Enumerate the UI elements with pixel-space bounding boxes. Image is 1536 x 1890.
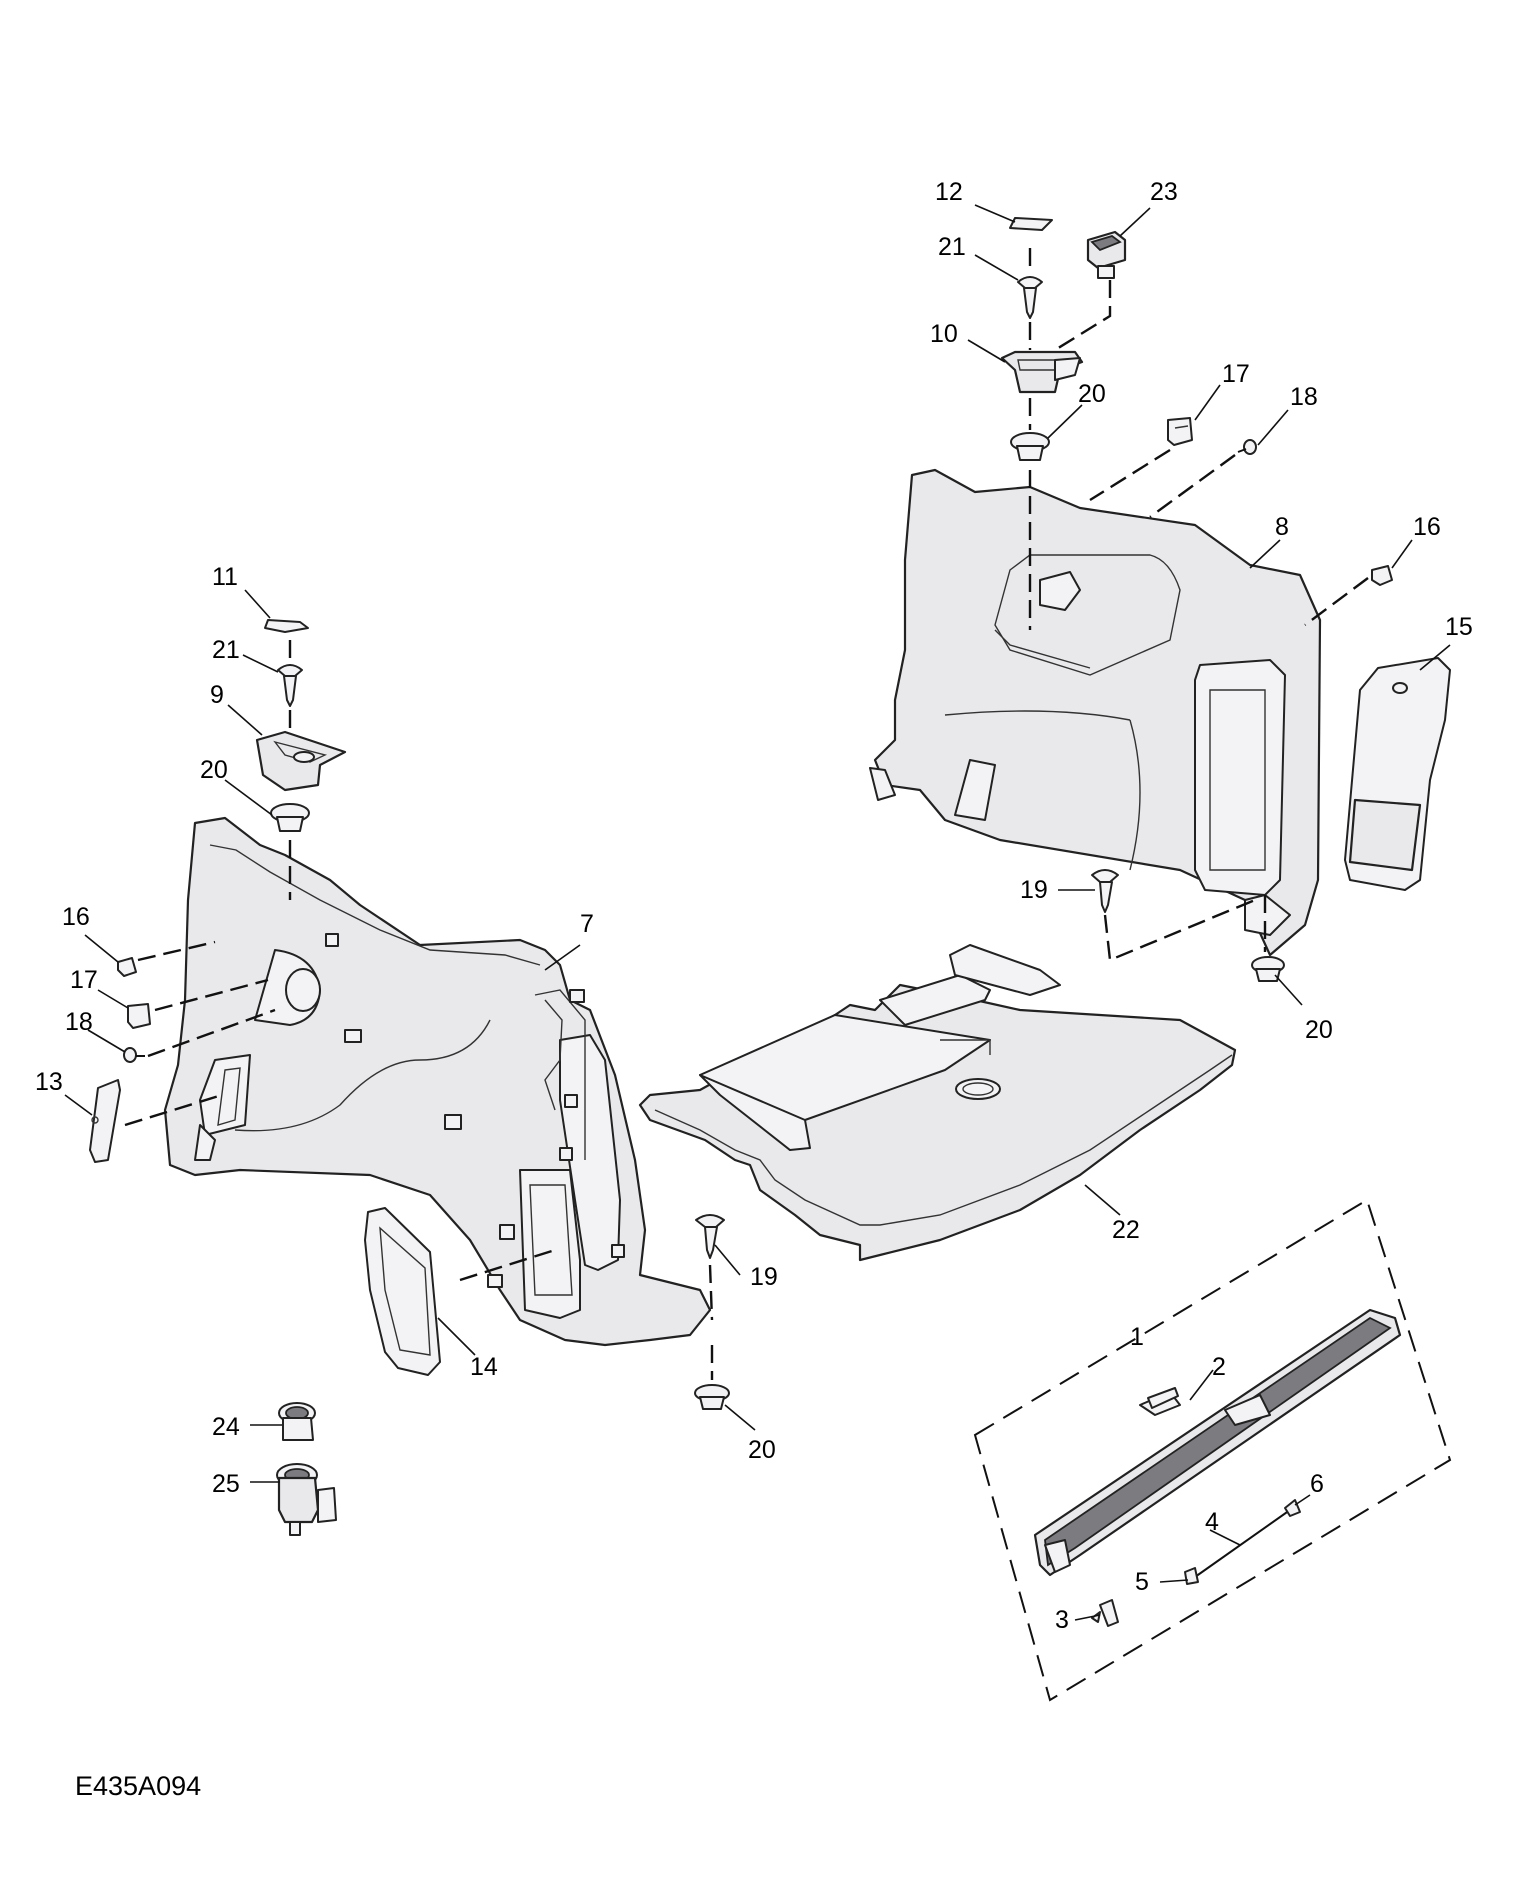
callout-20-d: 20 <box>748 1436 776 1464</box>
callout-3: 3 <box>1055 1606 1069 1634</box>
callout-labels: 12 23 21 10 20 17 18 8 16 15 19 20 11 21… <box>35 178 1473 1634</box>
callout-13: 13 <box>35 1068 63 1096</box>
callout-11: 11 <box>212 563 238 591</box>
power-socket-housing-25 <box>276 1463 337 1536</box>
left-quarter-trim-panel <box>163 816 712 1347</box>
callout-2: 2 <box>1212 1353 1226 1381</box>
callout-16-right: 16 <box>1413 513 1441 541</box>
callout-24: 24 <box>212 1413 240 1441</box>
push-pin-19-left <box>695 1214 725 1259</box>
clip-16-left <box>117 957 137 977</box>
callout-17-left: 17 <box>70 966 98 994</box>
callout-10: 10 <box>930 320 958 348</box>
callout-14: 14 <box>470 1353 498 1381</box>
callout-16-left: 16 <box>62 903 90 931</box>
clip-17-right <box>1167 417 1193 446</box>
screw-18-right <box>1237 439 1257 455</box>
storage-cover-12 <box>1009 217 1053 231</box>
callout-8: 8 <box>1275 513 1289 541</box>
clip-20-d <box>694 1384 730 1410</box>
callout-17-right: 17 <box>1222 360 1250 388</box>
clip-20-a <box>1010 432 1050 461</box>
callout-20-c: 20 <box>1305 1016 1333 1044</box>
callout-25: 25 <box>212 1470 240 1498</box>
leader-lines <box>64 204 1451 1621</box>
push-pin-21-left <box>277 664 303 707</box>
callout-15: 15 <box>1445 613 1473 641</box>
callout-22: 22 <box>1112 1216 1140 1244</box>
callout-21-right: 21 <box>938 233 966 261</box>
push-pin-21-right <box>1017 276 1043 319</box>
callout-19-right: 19 <box>1020 876 1048 904</box>
callout-20-a: 20 <box>1078 380 1106 408</box>
assembly-lines <box>124 248 1369 1380</box>
push-pin-19-right <box>1091 869 1119 913</box>
storage-bin-9 <box>255 730 347 792</box>
clip-17-left <box>127 1003 151 1029</box>
figure-id: E435A094 <box>75 1771 201 1801</box>
clip-20-c <box>1251 956 1285 982</box>
switch-23 <box>1086 230 1127 279</box>
callout-5: 5 <box>1135 1568 1149 1596</box>
callout-12: 12 <box>935 178 963 206</box>
callout-9: 9 <box>210 681 224 709</box>
clip-20-b <box>270 803 310 832</box>
storage-bin-10 <box>1000 350 1084 394</box>
callout-18-right: 18 <box>1290 383 1318 411</box>
callout-6: 6 <box>1310 1470 1324 1498</box>
callout-1: 1 <box>1130 1323 1144 1351</box>
callout-19-left: 19 <box>750 1263 778 1291</box>
side-trim-cover <box>1344 657 1451 891</box>
clip-16-right <box>1371 565 1393 586</box>
power-socket-24 <box>278 1402 316 1441</box>
callout-20-b: 20 <box>200 756 228 784</box>
access-panel-14 <box>364 1207 441 1376</box>
storage-cover-11 <box>264 619 309 633</box>
callout-18-left: 18 <box>65 1008 93 1036</box>
callout-4: 4 <box>1205 1508 1219 1536</box>
scuff-plate-assembly <box>973 1198 1452 1702</box>
right-quarter-trim-panel <box>869 468 1322 957</box>
callout-21-left: 21 <box>212 636 240 664</box>
access-cover-13 <box>89 1079 121 1163</box>
callout-7: 7 <box>580 910 594 938</box>
load-floor-panel <box>638 944 1237 1262</box>
screw-18-left <box>123 1047 145 1063</box>
callout-23: 23 <box>1150 178 1178 206</box>
